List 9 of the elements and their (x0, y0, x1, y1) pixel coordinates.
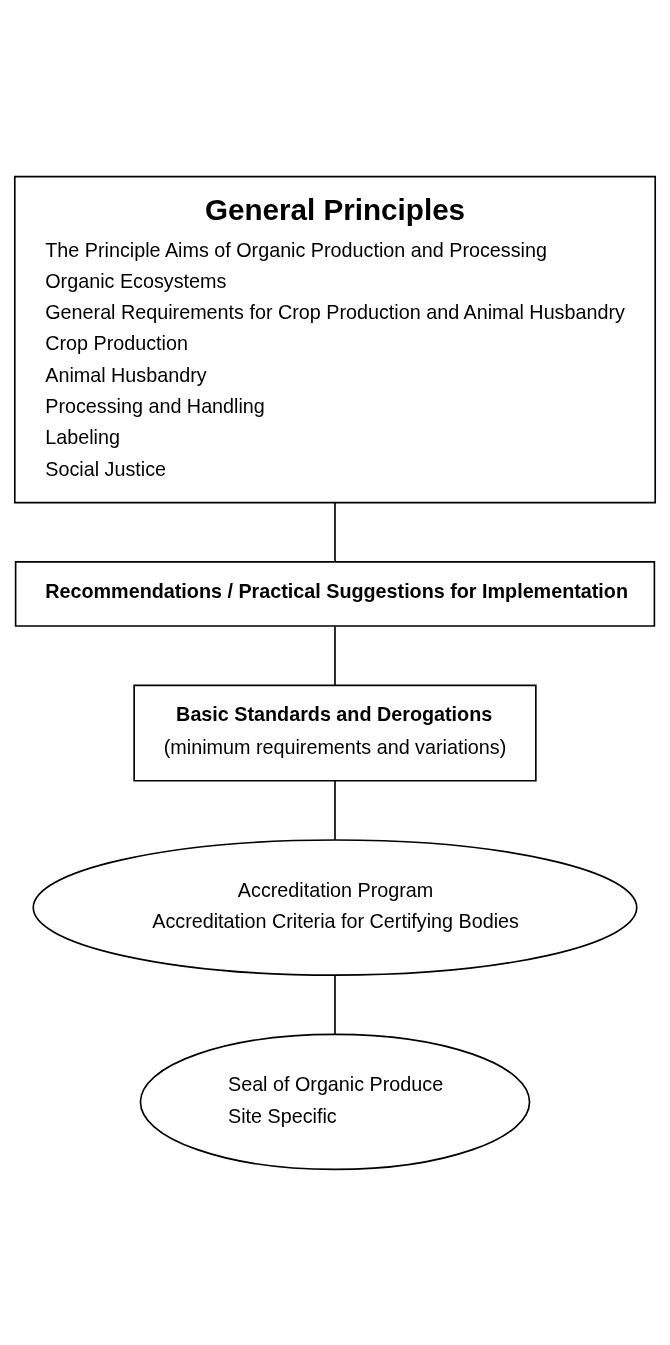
connector (334, 974, 336, 1035)
node-box: Recommendations / Practical Suggestions for Implementation (14, 560, 656, 627)
node-ellipse: Accreditation Program Accreditation Criteria for Certifying Bodies (32, 838, 638, 976)
connector (334, 779, 336, 840)
node-ellipse: Seal of Organic Produce Site Specific (139, 1033, 531, 1170)
node-box: Basic Standards and Derogations (minimum requirements and variations) (133, 684, 537, 782)
connector (334, 625, 336, 686)
node-box: General Principles The Principle Aims of Organic Production and Processing Organic Ecosystems General Requirements for Crop Production and Animal Husbandry Crop Production Animal Husbandry Processing and Handling Labeling Social Justice (13, 175, 657, 503)
connector (334, 501, 336, 562)
